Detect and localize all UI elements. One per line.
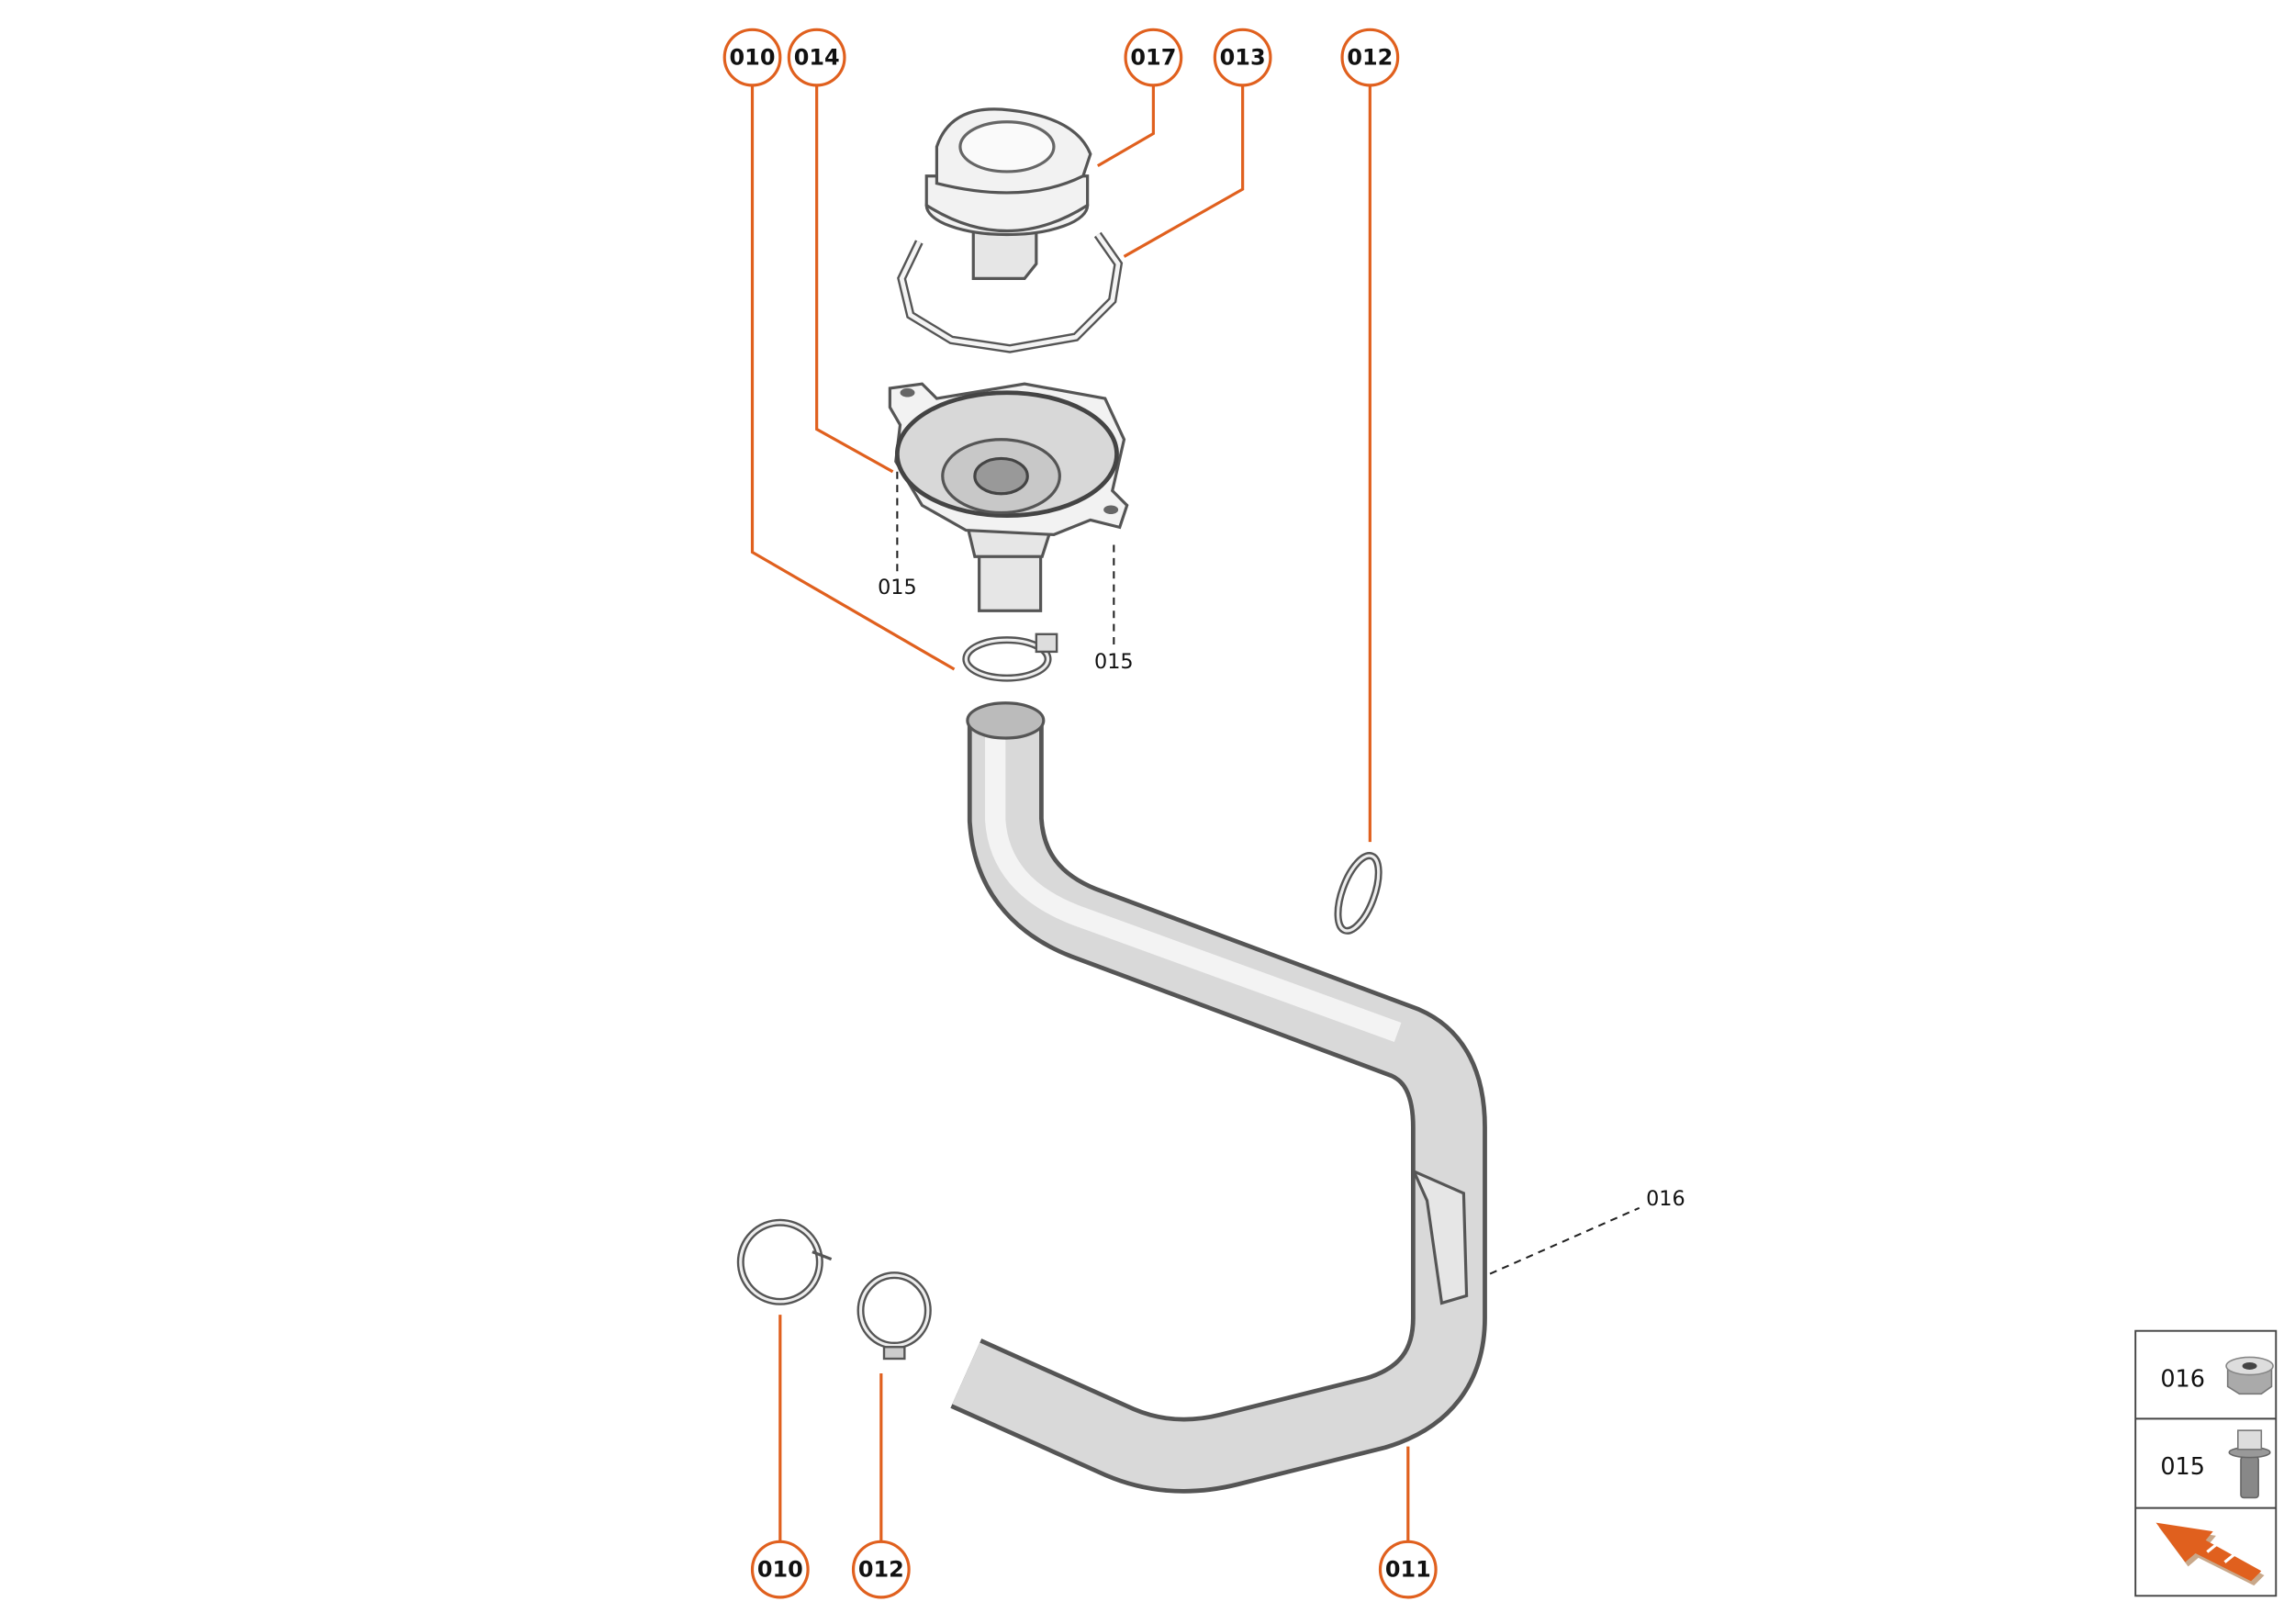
hose-clamp-012-lower xyxy=(856,1271,932,1361)
callout-011[interactable]: 011 xyxy=(1378,1540,1438,1599)
callout-label: 012 xyxy=(1347,45,1393,71)
screw-label-left: 015 xyxy=(878,576,917,599)
callout-label: 013 xyxy=(1220,45,1266,71)
seal-ring xyxy=(897,231,1124,353)
flange-nut-icon xyxy=(2225,1356,2274,1395)
legend-code: 015 xyxy=(2160,1453,2205,1481)
fuel-hose xyxy=(950,701,1487,1494)
callout-012-top[interactable]: 012 xyxy=(1340,28,1400,87)
callout-label: 014 xyxy=(794,45,840,71)
legend-row-015[interactable]: 015 xyxy=(2160,1429,2271,1499)
legend-code: 016 xyxy=(2160,1365,2205,1393)
flange-bolt-icon xyxy=(2228,1429,2271,1499)
legend-row-direction xyxy=(2155,1522,2265,1586)
callout-010-bottom[interactable]: 010 xyxy=(750,1540,810,1599)
callout-label: 017 xyxy=(1130,45,1176,71)
callout-014[interactable]: 014 xyxy=(787,28,846,87)
callout-012-bottom[interactable]: 012 xyxy=(851,1540,911,1599)
orange-direction-arrow-icon xyxy=(2155,1522,2265,1586)
callout-label: 010 xyxy=(730,45,776,71)
nut-label: 016 xyxy=(1646,1187,1685,1211)
hose-clamp-010-lower xyxy=(736,1218,833,1305)
hose-clamp-top xyxy=(962,633,1058,682)
callout-label: 012 xyxy=(858,1557,904,1583)
callout-013[interactable]: 013 xyxy=(1213,28,1272,87)
screw-label-right: 015 xyxy=(1094,650,1134,674)
callout-label: 011 xyxy=(1385,1557,1431,1583)
fastener-legend: 016 015 xyxy=(2134,1329,2278,1597)
callout-017[interactable]: 017 xyxy=(1124,28,1183,87)
hose-clamp-012-upper xyxy=(1334,852,1383,935)
filler-neck-housing xyxy=(888,382,1129,612)
leader-lines xyxy=(750,84,1640,1542)
legend-row-016[interactable]: 016 xyxy=(2160,1356,2274,1395)
callout-label: 010 xyxy=(757,1557,803,1583)
callout-010-top[interactable]: 010 xyxy=(722,28,782,87)
fuel-cap xyxy=(924,107,1092,280)
